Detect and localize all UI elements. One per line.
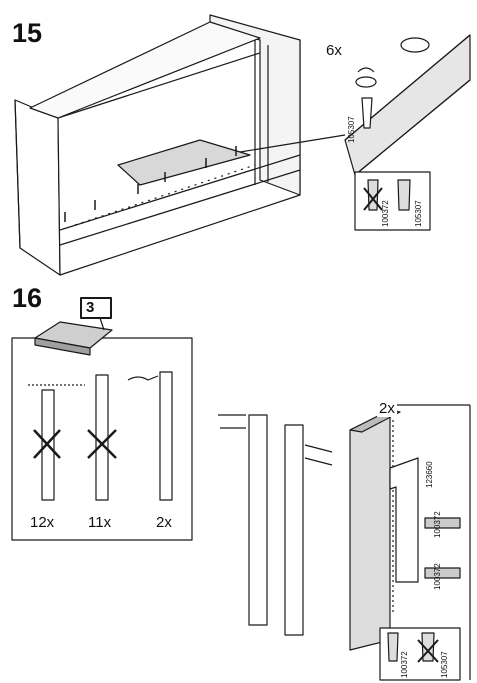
detail-callout (344, 34, 471, 176)
strip-count-c: 2x (156, 514, 172, 531)
callout-line (239, 134, 346, 153)
bracket-count: 2x (377, 400, 397, 417)
right-rail (284, 424, 333, 636)
screw-code-top: 100372 (433, 511, 442, 538)
step-16-code-ok: 100372 (400, 651, 409, 678)
step-16-number: 16 (12, 283, 43, 313)
strip-count-b: 11x (88, 514, 112, 531)
box-ref-label: 3 (86, 299, 95, 316)
step-15-code-ok: 105307 (414, 200, 423, 227)
step-15-number: 15 (12, 18, 43, 48)
strip-b (87, 374, 117, 501)
left-rail (218, 414, 268, 626)
strip-count-a: 12x (30, 514, 55, 531)
step-16-code-crossed: 105307 (440, 651, 449, 678)
step-15-count: 6x (326, 42, 342, 59)
screw-markers (64, 146, 237, 222)
strip-c (127, 371, 173, 501)
step-15-code-crossed: 100372 (381, 200, 390, 227)
screw-code-bottom: 100372 (433, 563, 442, 590)
step-15-code-main: 105307 (347, 116, 356, 143)
box-ref-border (80, 297, 112, 319)
bracket-callout (349, 404, 471, 680)
bracket-code: 123660 (425, 461, 434, 488)
cabinet-drawing (14, 14, 301, 276)
strip-a (33, 389, 61, 501)
